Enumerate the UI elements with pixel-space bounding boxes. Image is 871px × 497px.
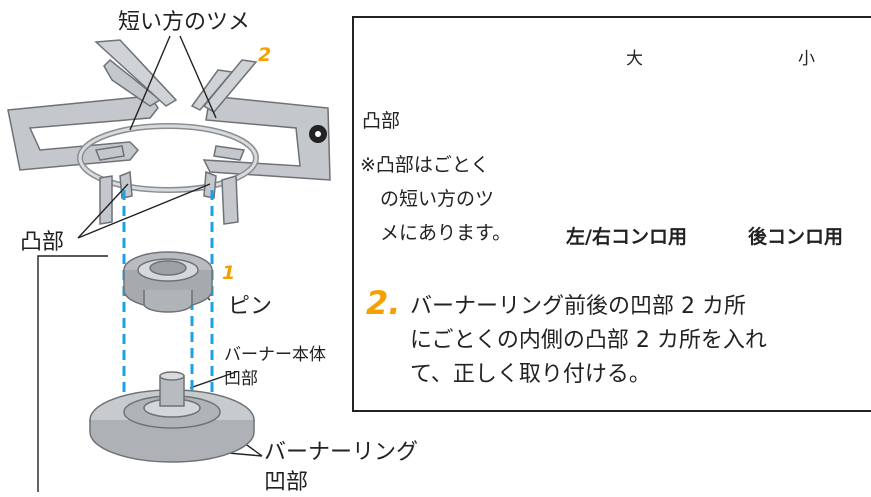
step-2-number: 2. (366, 284, 401, 322)
step-2-marker: 2 (258, 44, 272, 66)
large-label: 大 (626, 49, 643, 69)
left-right-stove-caption: 左/右コンロ用 (566, 226, 687, 248)
convex-label: 凸部 (20, 230, 65, 255)
trivet-illustration (7, 39, 331, 225)
step-1-marker: 1 (222, 262, 236, 284)
rear-stove-caption: 後コンロ用 (748, 226, 844, 248)
burner-body-concave-label: 凹部 (224, 369, 258, 389)
step-2-line-1: バーナーリング前後の凹部 2 カ所 (410, 294, 746, 319)
note-line-1: ※凸部はごとく (360, 154, 490, 176)
note-line-2: の短い方のツ (380, 188, 495, 210)
detail-panel (352, 16, 871, 412)
step-2-line-2: にごとくの内側の凸部 2 カ所を入れ (410, 328, 767, 353)
burner-head-illustration (123, 251, 213, 313)
note-line-3: メにあります。 (380, 222, 512, 244)
pin-label: ピン (228, 294, 273, 319)
burner-body-label: バーナー本体 (224, 345, 326, 365)
panel-convex-label: 凸部 (362, 110, 401, 132)
short-claw-label: 短い方のツメ (118, 10, 251, 35)
burner-body-illustration (89, 371, 255, 463)
small-label: 小 (798, 49, 815, 69)
burner-ring-label: バーナーリング (264, 440, 419, 465)
step-2-line-3: て、正しく取り付ける。 (410, 362, 651, 387)
burner-ring-concave-label: 凹部 (264, 470, 309, 495)
